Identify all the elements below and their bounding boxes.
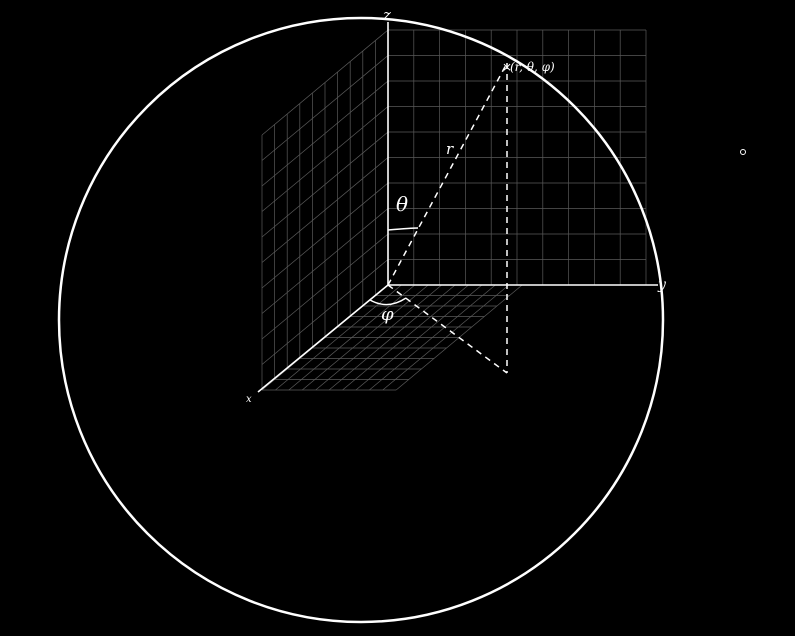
theta-arc [387, 227, 419, 231]
grid-line [261, 80, 389, 187]
y-axis-label: y [657, 277, 667, 293]
grid-line [261, 29, 389, 136]
z-axis-label: z [382, 6, 391, 24]
point-marker: × [502, 60, 512, 74]
grid-line [261, 106, 389, 212]
small-marker [740, 149, 746, 155]
floor-projection-line [387, 284, 508, 374]
phi-label: φ [381, 304, 394, 325]
x-axis [257, 284, 389, 393]
grid-line [261, 131, 389, 238]
grid-line [261, 157, 389, 263]
theta-label: θ [396, 192, 408, 216]
grid-line [369, 284, 496, 391]
radius-label: r [446, 140, 454, 158]
sphere-outline [57, 16, 665, 624]
phi-arc [369, 297, 407, 306]
radius-vector [387, 62, 508, 286]
grid-line [382, 284, 509, 391]
grid-line [342, 284, 469, 391]
grid-line [261, 55, 389, 161]
grid-line [355, 284, 483, 391]
point-label: (r, θ, φ) [510, 60, 555, 74]
back-wall-grid [387, 29, 647, 286]
x-axis-label: x [246, 394, 252, 405]
floor-grid [261, 284, 523, 391]
